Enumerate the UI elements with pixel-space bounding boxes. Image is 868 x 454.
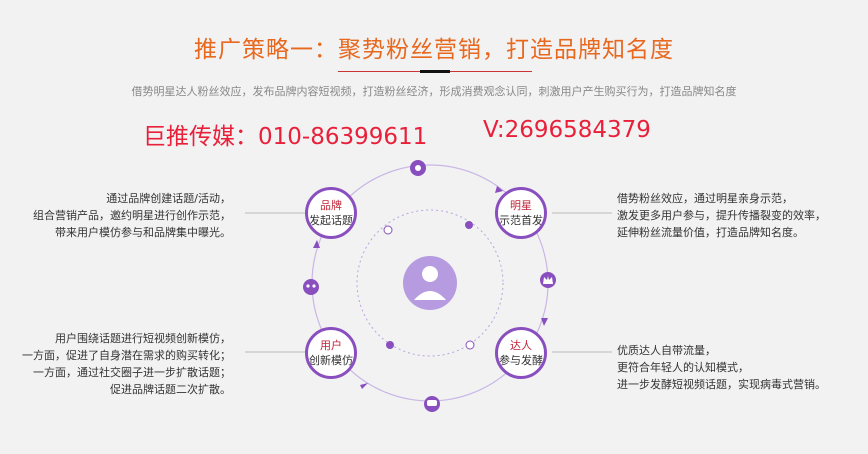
contact-wechat: V:2696584379 [483,117,651,143]
text-line: 用户围绕话题进行短视频创新模仿， [55,332,231,345]
title-divider-accent [420,70,450,73]
text-line: 带来用户模仿参与和品牌集中曝光。 [55,226,231,239]
ring-dot [383,225,393,235]
node-kol-title: 达人 [510,339,532,352]
node-star-body: 示范首发 [499,214,543,227]
page-title: 推广策略一：聚势粉丝营销，打造品牌知名度 [194,37,674,63]
text-line: 进一步发酵短视频话题，实现病毒式营销。 [617,378,826,391]
text-line: 优质达人自带流量， [617,344,716,357]
node-star: 明星 示范首发 [495,187,547,239]
page-subtitle: 借势明星达人粉丝效应，发布品牌内容短视频，打造粉丝经济，形成消费观念认同，刺激用… [131,85,737,98]
node-kol-body: 参与发酵 [499,354,543,367]
contact-phone: 巨推传媒：010-86399611 [143,124,428,150]
text-line: 延伸粉丝流量价值，打造品牌知名度。 [617,226,804,239]
node-user-body: 创新模仿 [309,354,353,367]
gear-icon [410,160,426,176]
text-top-left: 通过品牌创建话题/活动， 组合营销产品，邀约明星进行创作示范， 带来用户模仿参与… [33,190,231,241]
arrow-icon [313,240,320,248]
inner-ring [356,209,504,357]
text-line: 借势粉丝效应，通过明星亲身示范， [617,192,793,205]
ring-dot [465,221,473,229]
text-top-right: 借势粉丝效应，通过明星亲身示范， 激发更多用户参与，提升传播裂变的效率， 延伸粉… [617,190,826,241]
crown-icon [540,272,556,288]
arrow-icon [495,186,503,193]
node-kol: 达人 参与发酵 [495,327,547,379]
text-line: 组合营销产品，邀约明星进行创作示范， [33,209,231,222]
user-avatar-icon [403,256,457,310]
chat-icon [424,396,440,412]
node-user-title: 用户 [320,339,342,352]
text-line: 通过品牌创建话题/活动， [106,192,231,205]
text-line: 一方面，促进了自身潜在需求的购买转化； [22,349,231,362]
mask-icon [303,279,319,295]
ring-dot [465,340,475,350]
text-bottom-right: 优质达人自带流量， 更符合年轻人的认知模式， 进一步发酵短视频话题，实现病毒式营… [617,342,826,393]
arrow-icon [360,383,368,389]
arrow-icon [541,318,548,326]
node-brand-title: 品牌 [320,199,342,212]
node-star-title: 明星 [510,199,532,212]
text-line: 更符合年轻人的认知模式， [617,361,749,374]
text-bottom-left: 用户围绕话题进行短视频创新模仿， 一方面，促进了自身潜在需求的购买转化； 一方面… [22,330,231,398]
text-line: 激发更多用户参与，提升传播裂变的效率， [617,209,826,222]
text-line: 一方面，通过社交圈子进一步扩散话题； [33,366,231,379]
ring-dot [386,341,394,349]
node-brand-body: 发起话题 [309,214,353,227]
text-line: 促进品牌话题二次扩散。 [110,383,231,396]
node-brand: 品牌 发起话题 [305,187,357,239]
node-user: 用户 创新模仿 [305,327,357,379]
